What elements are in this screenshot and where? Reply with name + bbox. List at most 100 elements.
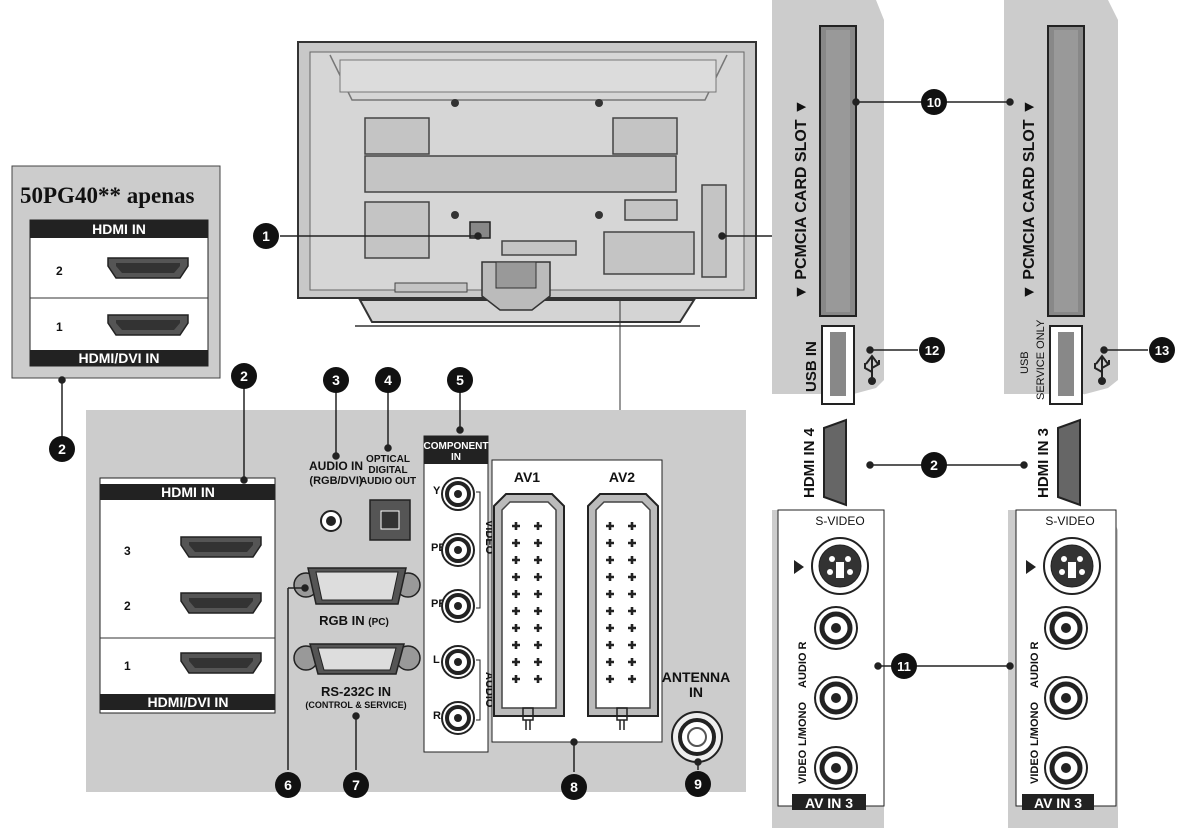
callout-11: 11 <box>891 653 917 679</box>
component-r-jack <box>440 700 476 736</box>
side-panel-right: ▼ PCMCIA CARD SLOT ▼ USB SERVICE ONLY HD… <box>1004 0 1118 828</box>
left-usb-label: USB IN <box>803 341 820 392</box>
y-label: Y <box>433 485 441 497</box>
side-panel-left: ▼ PCMCIA CARD SLOT ▼ USB IN HDMI IN 4 S-… <box>772 0 885 828</box>
optical-label-3: AUDIO OUT <box>360 476 416 487</box>
left-usb-icon <box>864 354 880 385</box>
av1-scart-port <box>493 493 565 717</box>
panel-hdmi1-label: 1 <box>124 659 131 673</box>
component-pb-jack <box>440 532 476 568</box>
inset-port1-label: 1 <box>56 320 63 334</box>
right-video-jack <box>1045 747 1087 789</box>
tv-back-view <box>297 41 757 327</box>
callout-5: 5 <box>447 367 473 393</box>
svg-text:10: 10 <box>927 95 941 110</box>
callout-10: 10 <box>921 89 947 115</box>
left-av-in3-label: AV IN 3 <box>805 795 853 811</box>
panel-hdmi2-port <box>180 592 262 614</box>
rs232c-port <box>293 643 421 675</box>
right-av-in3-label: AV IN 3 <box>1034 795 1082 811</box>
left-video-jack <box>815 747 857 789</box>
left-lmono-label: L/MONO <box>797 702 809 746</box>
panel-hdmi-header: HDMI IN <box>161 484 215 500</box>
av2-scart-port <box>587 493 659 717</box>
right-pcmcia-label: ▼ PCMCIA CARD SLOT ▼ <box>1021 99 1038 300</box>
callout-2-panel: 2 <box>231 363 257 389</box>
svg-text:2: 2 <box>58 441 66 457</box>
rgb-in-label: RGB IN (PC) <box>319 613 389 628</box>
inset-title: 50PG40** apenas <box>20 183 194 208</box>
component-in-label: IN <box>451 452 461 463</box>
right-usb-icon <box>1094 354 1110 385</box>
inset-bottom-header: HDMI/DVI IN <box>79 350 160 366</box>
svg-text:4: 4 <box>384 372 392 388</box>
left-audio-r-label: AUDIO R <box>797 642 809 689</box>
rs232c-sublabel: (CONTROL & SERVICE) <box>305 700 406 710</box>
svg-text:2: 2 <box>240 368 248 384</box>
antenna-in-port <box>671 711 723 763</box>
right-audio-r-jack <box>1045 607 1087 649</box>
svg-text:11: 11 <box>897 659 911 674</box>
panel-hdmi-dvi-header: HDMI/DVI IN <box>148 694 229 710</box>
rgb-in-port <box>293 567 421 605</box>
svg-text:2: 2 <box>930 457 938 473</box>
inset-port2-label: 2 <box>56 264 63 278</box>
callout-1: 1 <box>253 223 279 249</box>
antenna-in-label: IN <box>689 684 703 700</box>
leader-lines <box>58 98 1148 772</box>
right-audio-r-label: AUDIO R <box>1029 642 1041 689</box>
right-lmono-label: L/MONO <box>1029 702 1041 746</box>
callout-7: 7 <box>343 772 369 798</box>
rs232c-label: RS-232C IN <box>321 684 391 699</box>
av2-ground-icon <box>616 707 628 730</box>
audio-in-label: AUDIO IN <box>309 459 363 473</box>
right-usb-label: USB <box>1019 351 1031 374</box>
l-label: L <box>433 654 440 666</box>
svg-text:5: 5 <box>456 372 464 388</box>
inset-top-header: HDMI IN <box>92 221 146 237</box>
callout-9: 9 <box>685 771 711 797</box>
panel-hdmi3-label: 3 <box>124 544 131 558</box>
panel-hdmi3-port <box>180 536 262 558</box>
r-label: R <box>433 710 441 722</box>
left-audio-l-jack <box>815 677 857 719</box>
left-hdmi4-label: HDMI IN 4 <box>801 427 818 498</box>
panel-hdmi2-label: 2 <box>124 599 131 613</box>
av1-label: AV1 <box>514 469 540 485</box>
left-svideo-port <box>811 537 869 595</box>
svg-text:1: 1 <box>262 228 270 244</box>
svg-text:3: 3 <box>332 372 340 388</box>
right-hdmi3-label: HDMI IN 3 <box>1035 428 1052 498</box>
right-video-label: VIDEO <box>1029 749 1041 784</box>
callout-2-side: 2 <box>921 452 947 478</box>
audio-in-jack <box>320 510 342 532</box>
component-l-jack <box>440 644 476 680</box>
callout-8: 8 <box>561 774 587 800</box>
right-svideo-port <box>1043 537 1101 595</box>
left-audio-r-jack <box>815 607 857 649</box>
component-label: COMPONENT <box>424 441 489 452</box>
av1-ground-icon <box>522 707 534 730</box>
av2-label: AV2 <box>609 469 635 485</box>
inset-50pg40: 50PG40** apenas HDMI IN 2 1 HDMI/DVI IN <box>11 165 221 379</box>
audio-in-sublabel: (RGB/DVI) <box>309 475 363 487</box>
antenna-label: ANTENNA <box>662 669 730 685</box>
optical-label-1: OPTICAL <box>366 454 410 465</box>
connection-panel: HDMI IN 3 2 1 HDMI/DVI IN AUDIO IN (RGB/… <box>86 298 746 792</box>
right-svideo-label: S-VIDEO <box>1045 514 1094 528</box>
right-audio-l-jack <box>1045 677 1087 719</box>
svg-text:8: 8 <box>570 779 578 795</box>
svg-text:9: 9 <box>694 776 702 792</box>
left-pcmcia-label: ▼ PCMCIA CARD SLOT ▼ <box>793 99 810 300</box>
svg-text:13: 13 <box>1155 343 1169 358</box>
component-y-jack <box>440 476 476 512</box>
component-pr-jack <box>440 588 476 624</box>
left-video-label: VIDEO <box>797 749 809 784</box>
svg-text:12: 12 <box>925 343 939 358</box>
callout-12: 12 <box>919 337 945 363</box>
callout-4: 4 <box>375 367 401 393</box>
right-service-only-label: SERVICE ONLY <box>1035 319 1047 400</box>
callouts: 1 2 2 3 4 5 6 7 8 9 10 11 12 13 2 <box>49 89 1175 800</box>
callout-2-inset: 2 <box>49 436 75 462</box>
